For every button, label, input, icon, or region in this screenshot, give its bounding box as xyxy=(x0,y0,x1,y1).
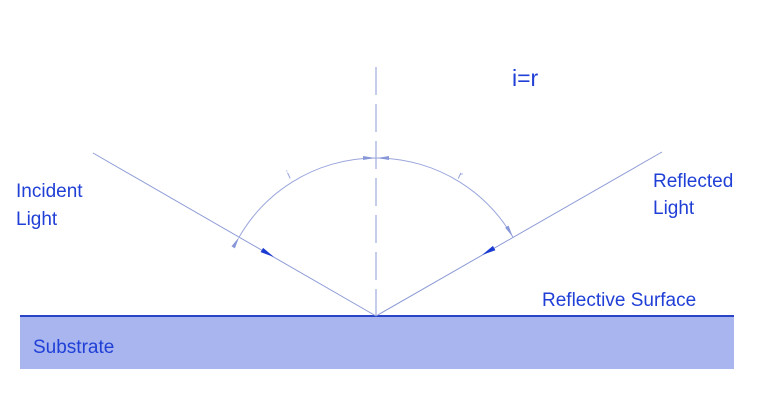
substrate-label: Substrate xyxy=(33,337,114,358)
incident-ray xyxy=(92,152,377,317)
incident-light-label-line2: Light xyxy=(16,209,58,230)
angle-r-label: r xyxy=(456,168,466,182)
angle-arc xyxy=(238,157,514,238)
incident-light-label-line1: Incident xyxy=(16,181,83,202)
arc-arrow-top-right xyxy=(377,156,389,160)
reflected-light-label-line2: Light xyxy=(653,198,695,219)
reflected-light-label-line1: Reflected xyxy=(653,171,733,192)
reflective-surface-label: Reflective Surface xyxy=(542,290,696,311)
reflected-ray-arrow xyxy=(482,245,496,255)
reflected-ray xyxy=(375,151,663,317)
equation-label: i=r xyxy=(512,65,539,91)
angle-i-label: i xyxy=(284,168,292,182)
arc-arrow-reflected xyxy=(505,225,513,237)
arc-arrow-incident xyxy=(231,237,240,249)
arc-arrow-top-left xyxy=(363,156,375,160)
substrate xyxy=(20,316,734,369)
incident-ray-arrow xyxy=(260,247,274,257)
